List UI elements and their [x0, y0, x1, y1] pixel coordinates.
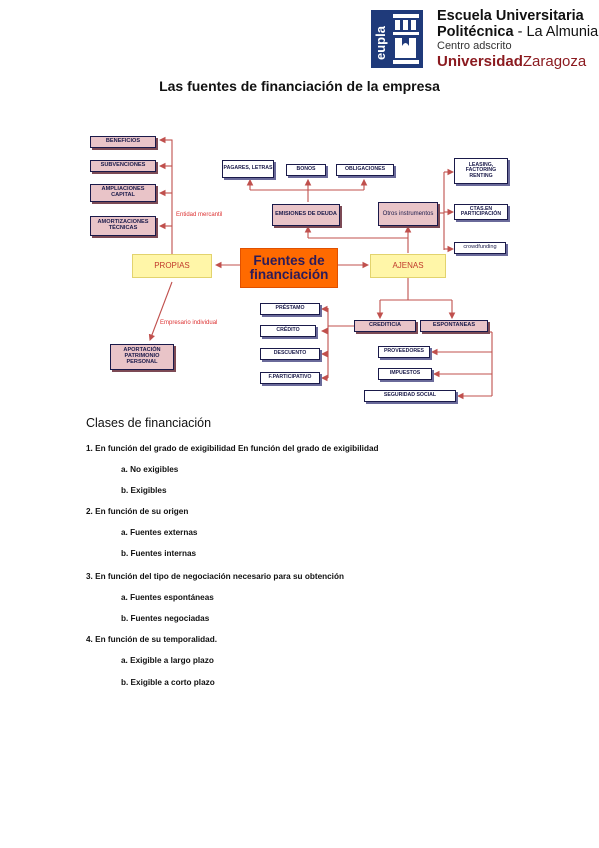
class-item-3: 3. En función del tipo de negociación ne…: [86, 572, 344, 581]
eupla-logo: eupla: [371, 10, 423, 68]
crediticia-box: CREDITICIA: [354, 320, 416, 332]
espontaneas-item-impuestos: IMPUESTOS: [378, 368, 432, 380]
ajenas-box: AJENAS: [370, 254, 446, 278]
university-word: Universidad: [437, 53, 523, 70]
espontaneas-item-proveedores: PROVEEDORES: [378, 346, 430, 358]
propias-item-subvenciones: SUBVENCIONES: [90, 160, 156, 172]
classes-heading: Clases de financiación: [86, 416, 212, 430]
propias-box: PROPIAS: [132, 254, 212, 278]
emisiones-deuda-box: EMISIONES DE DEUDA: [272, 204, 340, 226]
entidad-mercantil-label: Entidad mercantil: [176, 212, 223, 218]
school-name-politecnica: Politécnica: [437, 24, 514, 40]
crediticia-item-descuento: DESCUENTO: [260, 348, 320, 360]
crediticia-item-prestamo: PRÉSTAMO: [260, 303, 320, 315]
empresario-individual-label: Empresario individual: [160, 320, 218, 326]
emisiones-item-bonos: BONOS: [286, 164, 326, 176]
document-title: Las fuentes de financiación de la empres…: [159, 78, 440, 94]
otros-instrumentos-box: Otros instrumentos: [378, 202, 438, 226]
school-name-line1: Escuela Universitaria: [437, 8, 584, 24]
class-item-4b: b. Exigible a corto plazo: [121, 678, 215, 687]
university-name: UniversidadZaragoza: [437, 53, 586, 70]
class-item-1b: b. Exigibles: [121, 486, 167, 495]
class-item-2a: a. Fuentes externas: [121, 528, 198, 537]
class-item-3b: b. Fuentes negociadas: [121, 614, 210, 623]
logo-wordmark: eupla: [373, 25, 388, 60]
propias-item-amortizaciones: AMORTIZACIONES TÉCNICAS: [90, 216, 156, 236]
center-fuentes-box: Fuentes de financiación: [240, 248, 338, 288]
otros-item-crowdfunding: crowdfunding: [454, 242, 506, 254]
class-item-3a: a. Fuentes espontáneas: [121, 593, 214, 602]
class-item-4a: a. Exigible a largo plazo: [121, 656, 214, 665]
emisiones-item-obligaciones: OBLIGACIONES: [336, 164, 394, 176]
school-affiliation: Centro adscrito: [437, 40, 512, 52]
school-name-location: - La Almunia: [513, 24, 599, 40]
aportacion-patrimonio-box: APORTACIÓN PATRIMONIO PERSONAL: [110, 344, 174, 370]
financing-diagram: BENEFICIOS SUBVENCIONES AMPLIACIONES CAP…: [80, 128, 520, 410]
otros-item-leasing: LEASING, FACTORING RENTING: [454, 158, 508, 184]
class-item-2: 2. En función de su origen: [86, 507, 189, 516]
crediticia-item-credito: CRÉDITO: [260, 325, 316, 337]
espontaneas-item-seguridad-social: SEGURIDAD SOCIAL: [364, 390, 456, 402]
propias-item-ampliaciones: AMPLIACIONES CAPITAL: [90, 184, 156, 202]
propias-item-beneficios: BENEFICIOS: [90, 136, 156, 148]
university-city: Zaragoza: [522, 53, 587, 70]
diagram-connectors: [148, 136, 493, 400]
class-item-4: 4. En función de su temporalidad.: [86, 635, 218, 644]
class-item-1: 1. En función del grado de exigibilidad …: [86, 444, 379, 453]
school-name-line2: Politécnica - La Almunia: [437, 24, 598, 40]
espontaneas-box: ESPONTANEAS: [420, 320, 488, 332]
emisiones-item-pagares: PAGARES, LETRAS: [222, 160, 274, 178]
class-item-1a: a. No exigibles: [121, 465, 179, 474]
crediticia-item-fparticipativo: F.PARTICIPATIVO: [260, 372, 320, 384]
otros-item-ctas-participacion: CTAS.EN PARTICIPACIÓN: [454, 204, 508, 220]
class-item-2b: b. Fuentes internas: [121, 549, 197, 558]
